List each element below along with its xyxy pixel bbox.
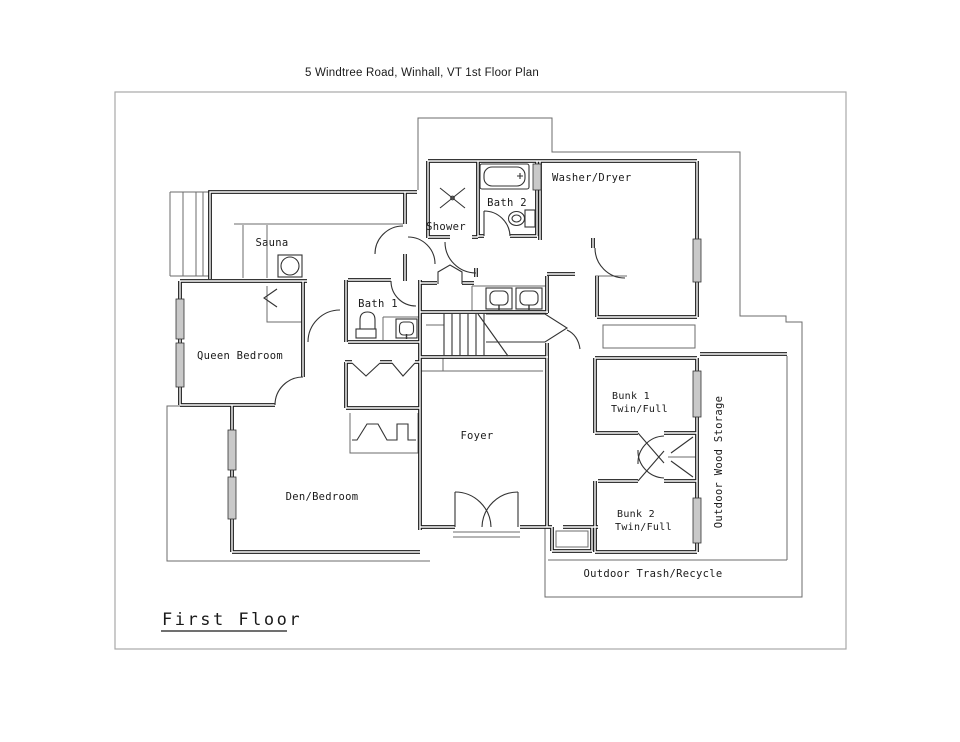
floor-title-text: First Floor xyxy=(162,610,302,630)
shower-symbol xyxy=(439,187,466,209)
sheet-border xyxy=(114,91,847,650)
room-label-bunk1: Bunk 1 Twin/Full xyxy=(611,391,668,415)
window-den-1 xyxy=(227,429,237,471)
room-label-outdoor-trash-recycle: Outdoor Trash/Recycle xyxy=(583,568,722,580)
room-label-sauna: Sauna xyxy=(255,237,288,249)
room-label-shower: Shower xyxy=(426,221,466,233)
window-bunk2 xyxy=(692,497,702,544)
fireplace-symbol xyxy=(352,423,416,441)
window-den-2 xyxy=(227,476,237,520)
toilet-symbol-bath2 xyxy=(507,209,536,228)
room-label-washer-dryer: Washer/Dryer xyxy=(552,172,631,184)
room-label-bunk2: Bunk 2 Twin/Full xyxy=(615,509,672,533)
window-bunk1 xyxy=(692,370,702,418)
room-label-den-bedroom: Den/Bedroom xyxy=(286,491,359,503)
room-label-bath1: Bath 1 xyxy=(358,298,398,310)
window-queen-1 xyxy=(175,298,185,340)
room-label-bath2: Bath 2 xyxy=(487,197,527,209)
window-washer-dryer xyxy=(692,238,702,283)
room-label-foyer: Foyer xyxy=(460,430,493,442)
window-bath2 xyxy=(532,163,542,191)
room-label-queen-bedroom: Queen Bedroom xyxy=(197,350,283,362)
bathtub-symbol xyxy=(479,163,530,190)
sink-symbol-bath1 xyxy=(395,318,418,339)
exterior-outline xyxy=(166,117,803,598)
sauna-heater-symbol xyxy=(277,254,303,278)
drawing-title: 5 Windtree Road, Winhall, VT 1st Floor P… xyxy=(305,67,539,79)
windows xyxy=(175,163,702,544)
room-label-outdoor-wood-storage: Outdoor Wood Storage xyxy=(713,396,725,528)
stairs-symbol xyxy=(443,313,581,357)
floor-title: First Floor xyxy=(161,610,302,632)
window-queen-2 xyxy=(175,342,185,388)
door-swings xyxy=(263,210,694,528)
double-vanity-sinks-symbol xyxy=(485,287,543,310)
toilet-symbol-bath1 xyxy=(355,311,377,339)
